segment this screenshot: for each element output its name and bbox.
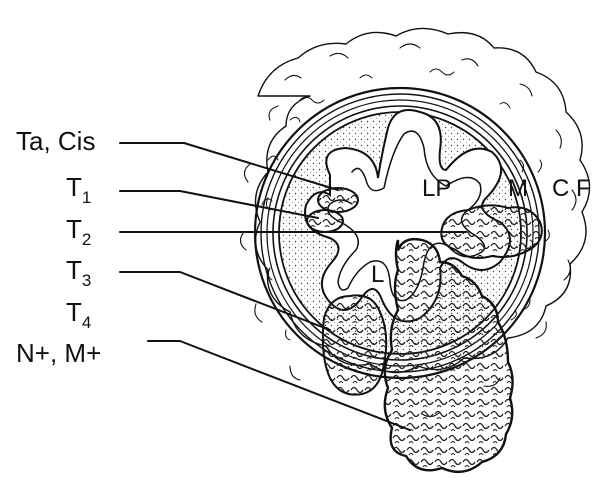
label-t4: T4	[66, 297, 91, 332]
label-ta-cis: Ta, Cis	[16, 126, 95, 156]
label-t2: T2	[66, 214, 91, 249]
label-lamina-propria: LP	[422, 175, 451, 202]
stage-labels: Ta, Cis T1 T2 T3 T4 N+, M+	[16, 126, 101, 368]
label-fat: F	[576, 175, 591, 202]
label-muscle: M	[508, 175, 528, 202]
label-circumferential: C	[552, 175, 569, 202]
label-n-m: N+, M+	[16, 338, 101, 368]
label-t3: T3	[66, 255, 91, 290]
label-t1: T1	[66, 172, 91, 207]
label-lumen: L	[371, 261, 384, 288]
